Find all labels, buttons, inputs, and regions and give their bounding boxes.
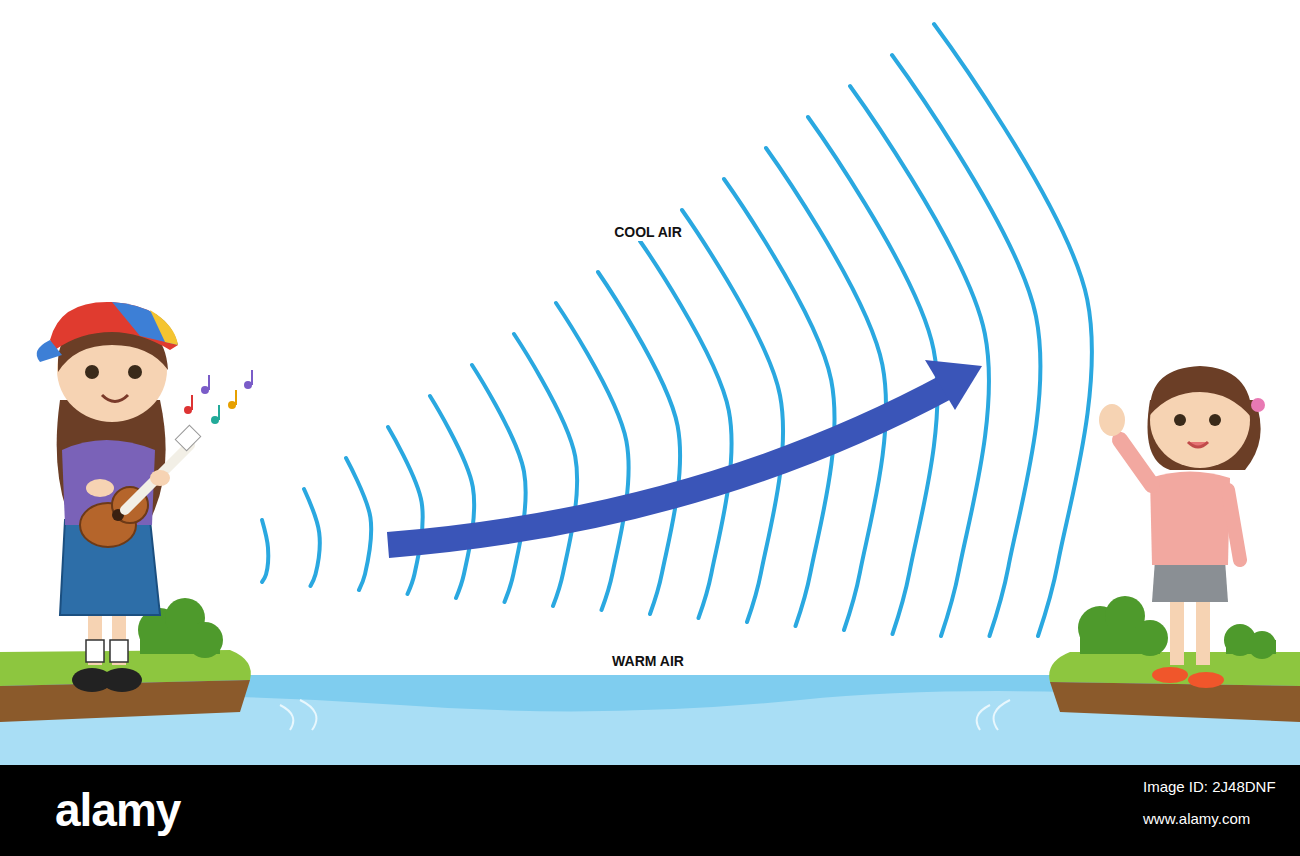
wavefront bbox=[472, 365, 526, 602]
wavefront bbox=[934, 24, 1092, 636]
wavefront bbox=[682, 210, 783, 622]
wavefront bbox=[556, 303, 629, 610]
watermark-id: Image ID: 2J48DNF bbox=[1140, 777, 1279, 796]
wavefront bbox=[724, 179, 835, 626]
arrow-head bbox=[925, 360, 982, 410]
right-bank bbox=[1050, 682, 1300, 722]
wavefront bbox=[430, 396, 474, 598]
wavefront bbox=[640, 241, 732, 618]
wavefront bbox=[766, 148, 886, 630]
girl-with-guitar bbox=[37, 302, 201, 692]
girl-listening bbox=[1099, 366, 1265, 688]
wavefront bbox=[892, 55, 1040, 636]
wavefront bbox=[808, 117, 938, 634]
wavefront bbox=[304, 489, 320, 586]
watermark-bar bbox=[0, 765, 1300, 856]
sound-wavefronts bbox=[262, 24, 1092, 636]
watermark-url: www.alamy.com bbox=[1140, 809, 1253, 828]
wavefront bbox=[514, 334, 577, 606]
wavefront bbox=[346, 458, 371, 590]
wavefront bbox=[262, 520, 268, 582]
watermark-logo: alamy bbox=[52, 782, 183, 838]
refraction-arrow bbox=[388, 385, 950, 545]
wavefront bbox=[598, 272, 680, 614]
water bbox=[0, 675, 1300, 765]
wavefront bbox=[388, 427, 423, 594]
ripples bbox=[280, 700, 1010, 730]
music-notes bbox=[184, 370, 252, 424]
air-layer-label: COOL AIR bbox=[611, 223, 685, 241]
air-layer-label: WARM AIR bbox=[609, 652, 687, 670]
